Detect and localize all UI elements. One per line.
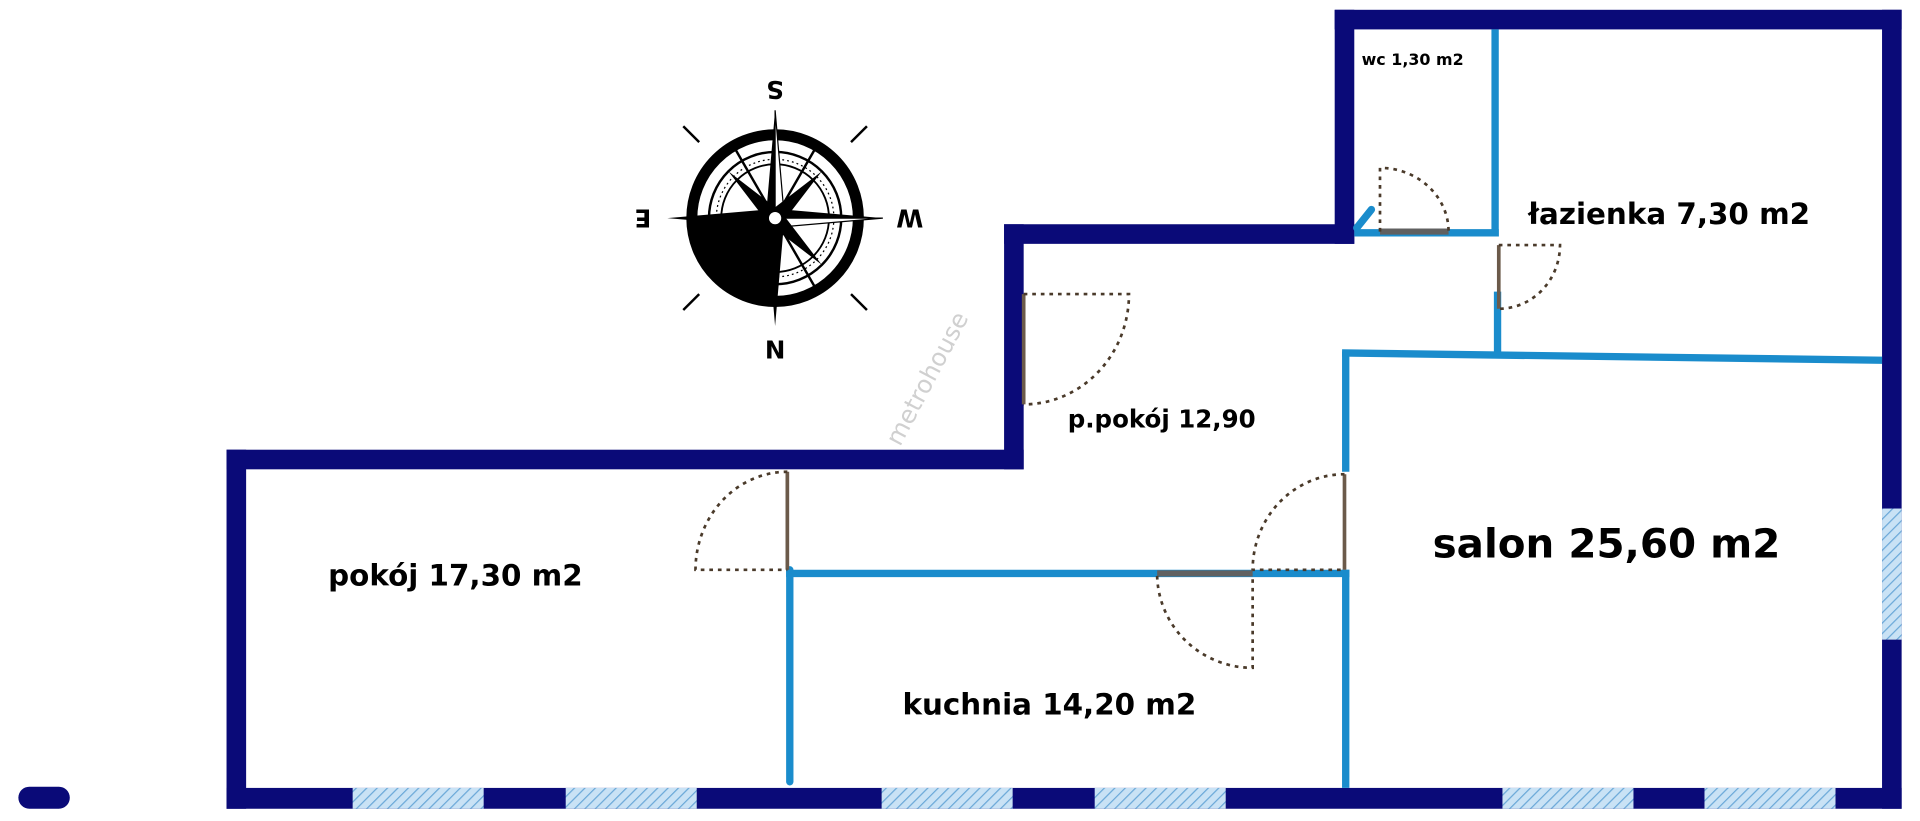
room-label-salon: salon 25,60 m2 [1433,520,1781,568]
room-label-lazienka: łazienka 7,30 m2 [1527,197,1810,231]
room-label-wc: wc 1,30 m2 [1362,50,1464,69]
door-wc [1378,166,1450,235]
door-kuchnia [1155,570,1254,670]
compass-west-label: W [896,204,923,233]
door-lazienka [1496,243,1562,311]
compass-east-label: E [634,204,651,233]
inner-walls [786,29,1883,788]
door-pokoj [694,470,790,572]
compass-north-label: N [765,335,785,364]
door-przedpokoj [1021,292,1131,406]
watermark: metrohouse [880,307,975,450]
room-label-pokoj: pokój 17,30 m2 [328,559,583,593]
room-label-przedpokoj: p.pokój 12,90 [1068,405,1256,434]
door-salon [1251,472,1347,572]
room-label-kuchnia: kuchnia 14,20 m2 [902,687,1196,721]
compass: S N E W [634,75,923,364]
compass-rose-icon [667,110,883,326]
compass-south-label: S [766,75,784,104]
windows [352,508,1902,809]
